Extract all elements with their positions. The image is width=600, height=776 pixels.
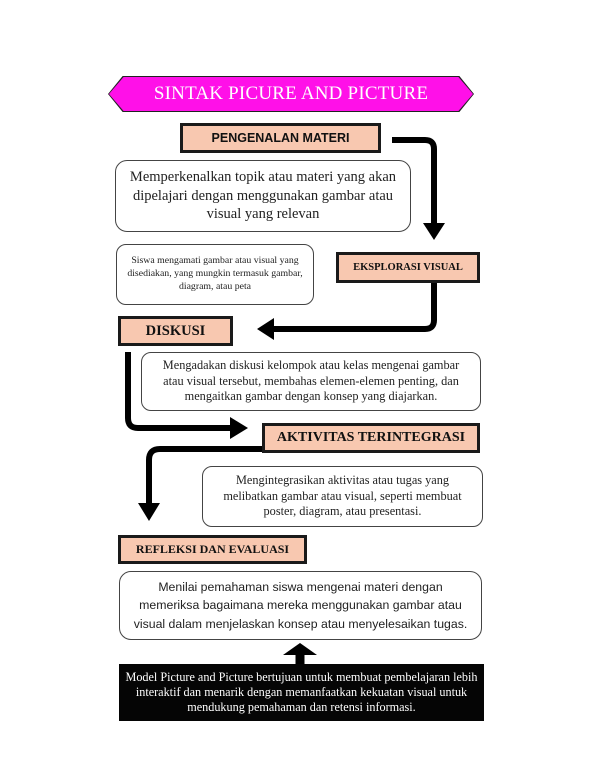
title-text: SINTAK PICURE AND PICTURE [153, 83, 429, 104]
arrowhead-left-1 [257, 318, 274, 340]
desc-aktivitas-text: Mengintegrasikan aktivitas atau tugas ya… [223, 472, 462, 519]
arrowhead-down-2 [138, 503, 160, 521]
summary-footer: Model Picture and Picture bertujuan untu… [119, 664, 484, 721]
step-eksplorasi-label: EKSPLORASI VISUAL [353, 262, 463, 273]
step-diskusi: DISKUSI [118, 316, 233, 346]
desc-diskusi-text: Mengadakan diskusi kelompok atau kelas m… [162, 357, 460, 404]
step-aktivitas-terintegrasi: AKTIVITAS TERINTEGRASI [262, 423, 480, 453]
arrow-aktivitas-to-refleksi [146, 446, 264, 505]
step-refleksi-evaluasi: REFLEKSI DAN EVALUASI [118, 535, 307, 564]
step-eksplorasi-visual: EKSPLORASI VISUAL [336, 252, 480, 283]
arrow-eksplorasi-to-diskusi [272, 282, 437, 332]
arrow-pengenalan-to-eksplorasi [392, 137, 437, 225]
step-pengenalan-materi: PENGENALAN MATERI [180, 123, 381, 153]
step-aktivitas-label: AKTIVITAS TERINTEGRASI [276, 430, 466, 445]
arrowhead-up-1 [283, 643, 317, 655]
desc-pengenalan: Memperkenalkan topik atau materi yang ak… [115, 160, 411, 232]
desc-refleksi: Menilai pemahaman siswa mengenai materi … [119, 571, 482, 640]
desc-refleksi-text: Menilai pemahaman siswa mengenai materi … [133, 579, 468, 631]
desc-diskusi: Mengadakan diskusi kelompok atau kelas m… [141, 352, 481, 411]
title-banner: SINTAK PICURE AND PICTURE [109, 77, 473, 111]
arrowhead-right-1 [230, 417, 248, 439]
step-refleksi-label: REFLEKSI DAN EVALUASI [135, 542, 290, 556]
step-pengenalan-label: PENGENALAN MATERI [211, 131, 350, 145]
desc-eksplorasi-text: Siswa mengamati gambar atau visual yang … [127, 255, 303, 292]
desc-eksplorasi: Siswa mengamati gambar atau visual yang … [116, 244, 314, 305]
arrowhead-down-1 [423, 223, 445, 240]
desc-pengenalan-text: Memperkenalkan topik atau materi yang ak… [129, 168, 397, 223]
desc-aktivitas: Mengintegrasikan aktivitas atau tugas ya… [202, 466, 483, 527]
step-diskusi-label: DISKUSI [145, 322, 206, 339]
arrow-diskusi-to-aktivitas [125, 352, 232, 431]
summary-footer-text: Model Picture and Picture bertujuan untu… [125, 669, 478, 715]
